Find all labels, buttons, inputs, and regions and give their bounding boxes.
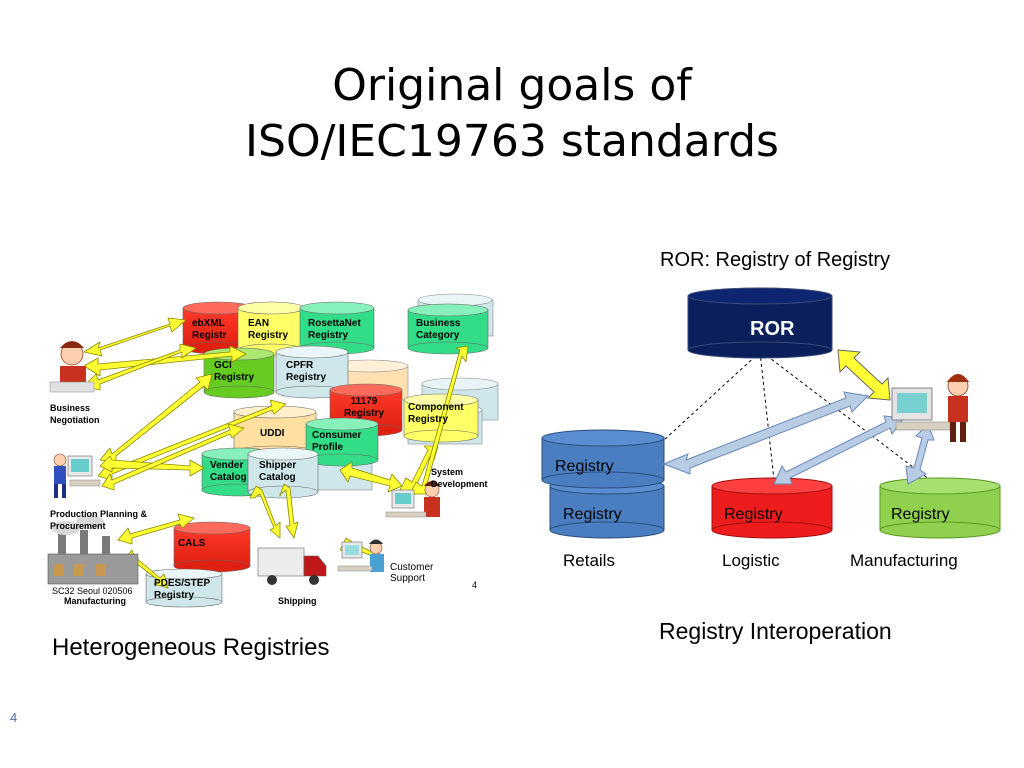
footer-text: SC32 Seoul 020506	[52, 586, 133, 596]
heterogeneous-registries-caption: Heterogeneous Registries	[52, 634, 330, 661]
slide-page-number: 4	[10, 710, 18, 725]
consumer-profile-cylinder	[305, 417, 379, 467]
ror-yellow-arrow	[837, 349, 891, 401]
cpfr-registry-cylinder	[275, 345, 349, 399]
inner-page-number: 4	[472, 580, 478, 590]
truck-icon	[257, 547, 327, 585]
operator-person-icon	[891, 374, 969, 442]
retails-registry-lower-cylinder	[549, 477, 665, 539]
yellow-arrow-1	[83, 317, 187, 357]
shipper-catalog-cylinder	[247, 447, 319, 499]
blue-arrow-retails	[662, 391, 870, 475]
yellow-arrow-10	[249, 485, 281, 539]
yellow-arrow-11	[279, 483, 299, 539]
business-negotiation-person-icon	[49, 341, 95, 393]
manufacturing-label-right: Manufacturing	[850, 551, 958, 570]
yellow-arrow-4	[99, 373, 213, 463]
registry-interoperation-diagram	[541, 287, 1001, 539]
yellow-arrow-2	[83, 345, 247, 377]
registry-manufacturing-label: Registry	[891, 506, 950, 523]
system-development-person-icon	[385, 481, 440, 518]
registry-interoperation-caption: Registry Interoperation	[659, 618, 892, 644]
yellow-arrow-8	[117, 513, 195, 545]
ror-caption: ROR: Registry of Registry	[660, 249, 891, 271]
logistic-label: Logistic	[722, 551, 780, 570]
title-line-2: ISO/IEC19763 standards	[245, 116, 779, 167]
cals-label: CALS	[178, 538, 206, 549]
manufacturing-registry-cylinder	[879, 477, 1001, 539]
registry-top-label: Registry	[555, 458, 614, 475]
shipping-label: Shipping	[278, 596, 317, 606]
retails-registry-upper-cylinder	[541, 429, 665, 489]
retails-label: Retails	[563, 551, 615, 570]
title-line-1: Original goals of	[332, 60, 692, 111]
registry-logistic-label: Registry	[724, 506, 783, 523]
customer-support-person-icon	[337, 539, 384, 572]
dashed-connectors	[663, 351, 931, 481]
uddi-label: UDDI	[260, 428, 285, 439]
logistic-registry-cylinder	[711, 477, 833, 539]
registry-retails-label: Registry	[563, 506, 622, 523]
factory-icon	[47, 515, 139, 585]
production-planning-label: Production Planning &Procurement	[50, 509, 147, 531]
yellow-arrow-7	[101, 423, 245, 491]
production-person-icon	[53, 453, 101, 498]
business-category-cylinder	[407, 303, 489, 355]
slide-title: Original goals of ISO/IEC19763 standards	[0, 58, 1024, 170]
manufacturing-label: Manufacturing	[64, 596, 126, 606]
blue-arrow-manufacturing	[905, 423, 935, 485]
ror-cylinder	[687, 287, 833, 359]
yellow-arrow-group	[83, 317, 469, 589]
yellow-arrow-3	[83, 343, 197, 391]
ror-label: ROR	[750, 318, 795, 340]
